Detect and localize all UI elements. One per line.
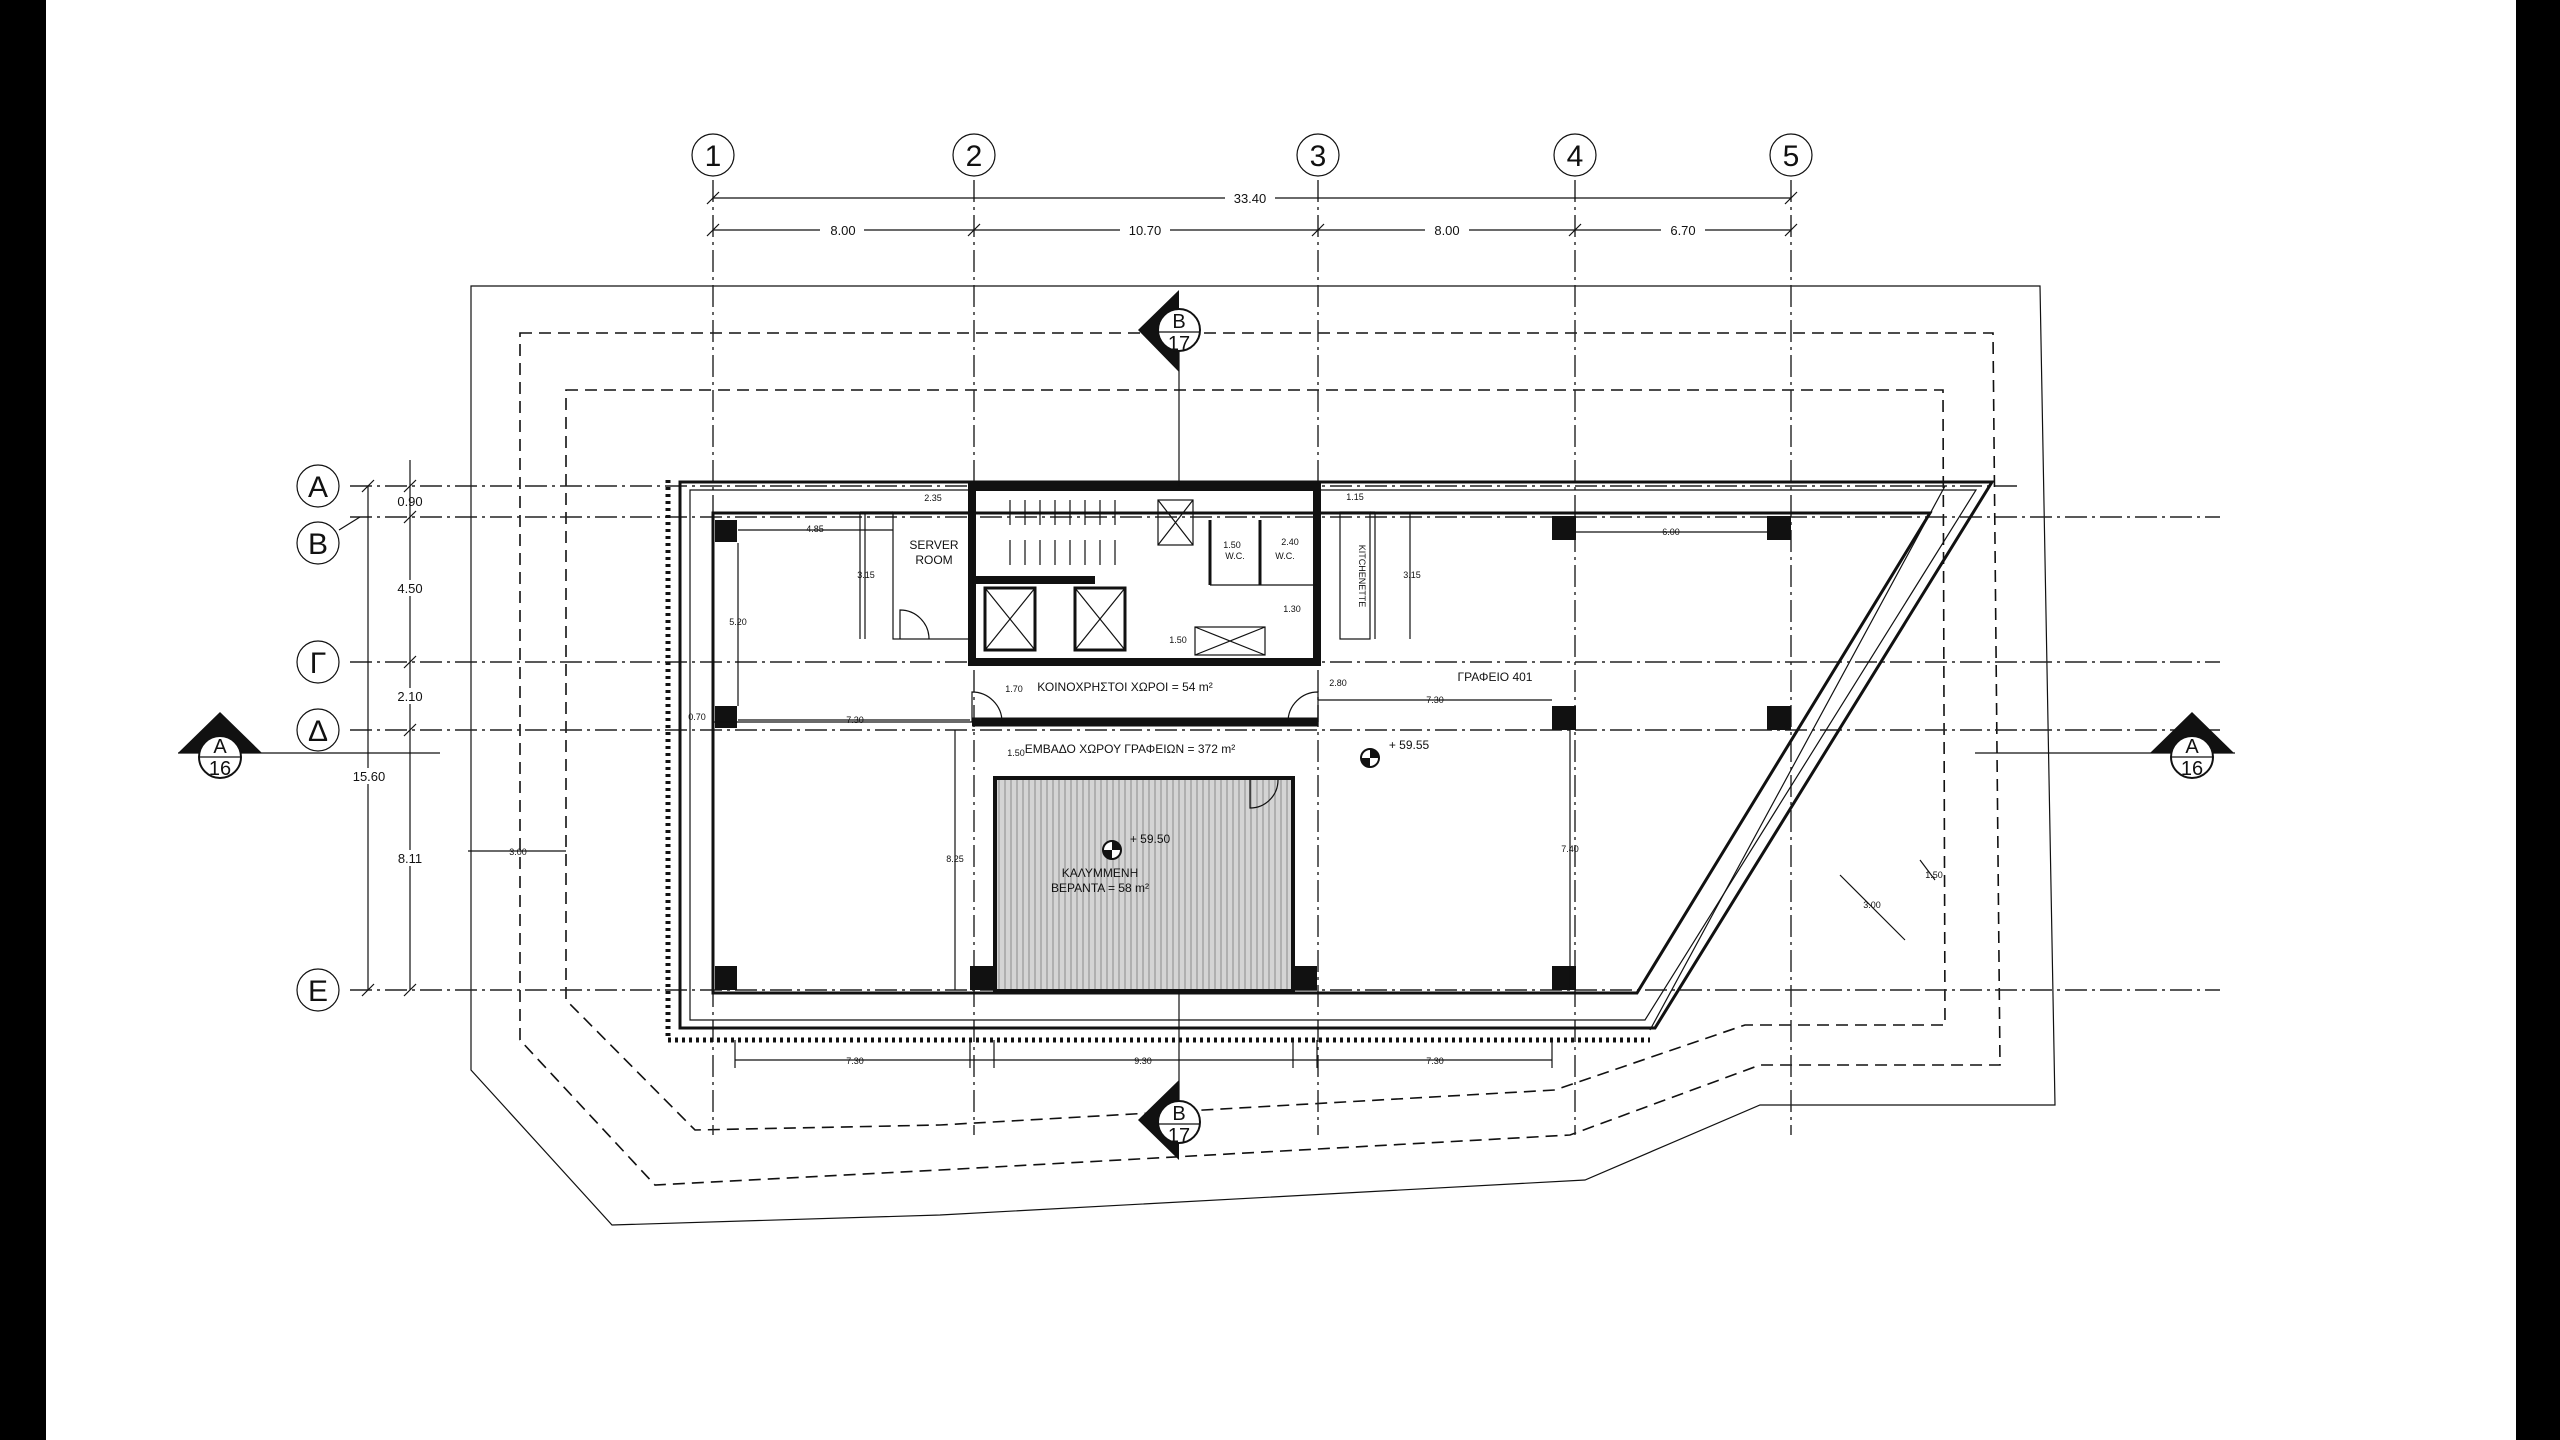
dim-diag-1: 1.50 [1925, 870, 1943, 880]
covered-veranda [993, 776, 1295, 993]
slab-edge [711, 511, 1933, 995]
dim-core-3: 1.30 [1283, 604, 1301, 614]
dim-diag-2: 3.00 [1863, 900, 1881, 910]
dim-row-d-2: 7.30 [1426, 695, 1444, 705]
section-marker-a-left: A 16 [178, 712, 440, 780]
veranda-label-2: ΒΕΡΑΝΤΑ = 58 m² [1051, 881, 1149, 895]
dim-span-3-4: 8.00 [1434, 223, 1459, 238]
grid-label-2: 2 [966, 140, 983, 173]
section-b-bottom-sheet: 17 [1168, 1125, 1190, 1147]
section-b-top-letter: B [1172, 311, 1185, 333]
stair-treads [1009, 500, 1116, 565]
dim-int-4: 5.20 [729, 617, 747, 627]
grid-bubbles-columns: 1 2 3 4 5 [691, 133, 1813, 177]
dim-bottom-3: 7.30 [1426, 1056, 1444, 1066]
grid-label-4: 4 [1567, 140, 1584, 173]
dim-core-4: 1.50 [1169, 635, 1187, 645]
server-room-door [899, 609, 930, 640]
dimensions-interior: 4.85 3.15 3.15 5.20 0.70 7.30 7.30 8.25 … [688, 492, 1767, 990]
site-boundary [470, 285, 2056, 1226]
section-marker-b-top: B 17 [1138, 290, 1201, 487]
dim-int-6: 8.25 [946, 854, 964, 864]
section-marker-a-right: A 16 [1975, 712, 2235, 780]
dim-int-12: 1.50 [1007, 748, 1025, 758]
wc-label-1: W.C. [1225, 551, 1245, 561]
grid-axes-vertical [712, 180, 1792, 1135]
dim-row-a-b: 0.90 [397, 494, 422, 509]
dimensions-top: 33.40 8.00 10.70 8.00 6.70 [706, 190, 1798, 238]
section-a-right-sheet: 16 [2181, 758, 2203, 780]
dim-core-1: 1.50 [1223, 540, 1241, 550]
dim-int-11: 1.70 [1005, 684, 1023, 694]
dim-total-y: 15.60 [353, 769, 386, 784]
dim-int-2: 3.15 [857, 570, 875, 580]
wc-label-2: W.C. [1275, 551, 1295, 561]
grid-label-e: Ε [308, 975, 328, 1008]
corridor-door-right [1287, 691, 1319, 723]
dim-span-2-3: 10.70 [1129, 223, 1162, 238]
section-b-bottom-letter: B [1172, 1103, 1185, 1125]
grid-label-c: Γ [310, 647, 327, 680]
grid-label-b: Β [308, 528, 328, 561]
section-a-right-letter: A [2185, 736, 2199, 758]
dim-row-c-d: 2.10 [397, 689, 422, 704]
server-room-label-1: SERVER [909, 538, 958, 552]
setback-line-outer [519, 332, 2001, 1186]
section-b-top-sheet: 17 [1168, 333, 1190, 355]
grid-label-3: 3 [1310, 140, 1327, 173]
grid-bubbles-rows: Α Β Γ Δ Ε [296, 464, 361, 1012]
veranda-door [1249, 779, 1279, 809]
section-a-left-letter: A [213, 736, 227, 758]
veranda-label-1: ΚΑΛΥΜΜΕΝΗ [1062, 866, 1138, 880]
dim-bottom-2: 9.30 [1134, 1056, 1152, 1066]
dim-int-9: 1.15 [1346, 492, 1364, 502]
common-areas-label: ΚΟΙΝΟΧΡΗΣΤΟΙ ΧΩΡΟΙ = 54 m² [1037, 680, 1213, 694]
grid-label-a: Α [308, 471, 328, 504]
core: W.C. W.C. 1.50 2.40 1.30 1.50 [968, 483, 1321, 666]
dim-row-d-1: 7.30 [846, 715, 864, 725]
diagonal-facade [1649, 485, 1946, 1031]
level-marker-office: + 59.55 [1360, 738, 1430, 768]
building-outline-outer [678, 480, 1995, 1030]
grid-label-1: 1 [705, 140, 722, 173]
dim-int-1: 4.85 [806, 524, 824, 534]
section-a-left-sheet: 16 [209, 758, 231, 780]
level-marker-veranda: + 59.50 [1102, 832, 1171, 860]
dim-int-3: 3.15 [1403, 570, 1421, 580]
dim-int-5: 0.70 [688, 712, 706, 722]
server-room-label-2: ROOM [915, 553, 952, 567]
section-marker-b-bottom: B 17 [1138, 990, 1201, 1160]
dim-bottom-1: 7.30 [846, 1056, 864, 1066]
dim-total-x: 33.40 [1234, 191, 1267, 206]
level-veranda-label: + 59.50 [1130, 832, 1171, 846]
corridor-door-left [971, 691, 1003, 723]
dim-int-13: 2.35 [924, 493, 942, 503]
dim-int-10: 2.80 [1329, 678, 1347, 688]
dim-row-d-e: 8.11 [398, 851, 422, 866]
kitchenette-label: KITCHENETTE [1357, 545, 1367, 608]
dim-int-8: 6.00 [1662, 527, 1680, 537]
kitchenette [1339, 511, 1371, 640]
grid-label-d: Δ [308, 715, 328, 748]
dimensions-left: 15.60 0.90 4.50 2.10 8.11 3.00 [352, 460, 566, 997]
dimensions-bottom: 7.30 9.30 7.30 [734, 1040, 1553, 1068]
dim-int-7: 7.40 [1561, 844, 1579, 854]
dim-core-2: 2.40 [1281, 537, 1299, 547]
grid-label-5: 5 [1783, 140, 1800, 173]
level-office-label: + 59.55 [1389, 738, 1430, 752]
dim-span-4-5: 6.70 [1670, 223, 1695, 238]
office-area-label: ΕΜΒΑΔΟ ΧΩΡΟΥ ΓΡΑΦΕΙΩΝ = 372 m² [1025, 742, 1235, 756]
dim-setback-left: 3.00 [509, 847, 527, 857]
dimensions-diagonal: 1.50 3.00 [1839, 859, 1943, 941]
server-room [892, 511, 974, 640]
building-outline-inner [689, 489, 1978, 1021]
dim-row-b-c: 4.50 [397, 581, 422, 596]
setback-line-inner [565, 389, 1946, 1131]
dim-span-1-2: 8.00 [830, 223, 855, 238]
office-label: ΓΡΑΦΕΙΟ 401 [1458, 670, 1533, 684]
